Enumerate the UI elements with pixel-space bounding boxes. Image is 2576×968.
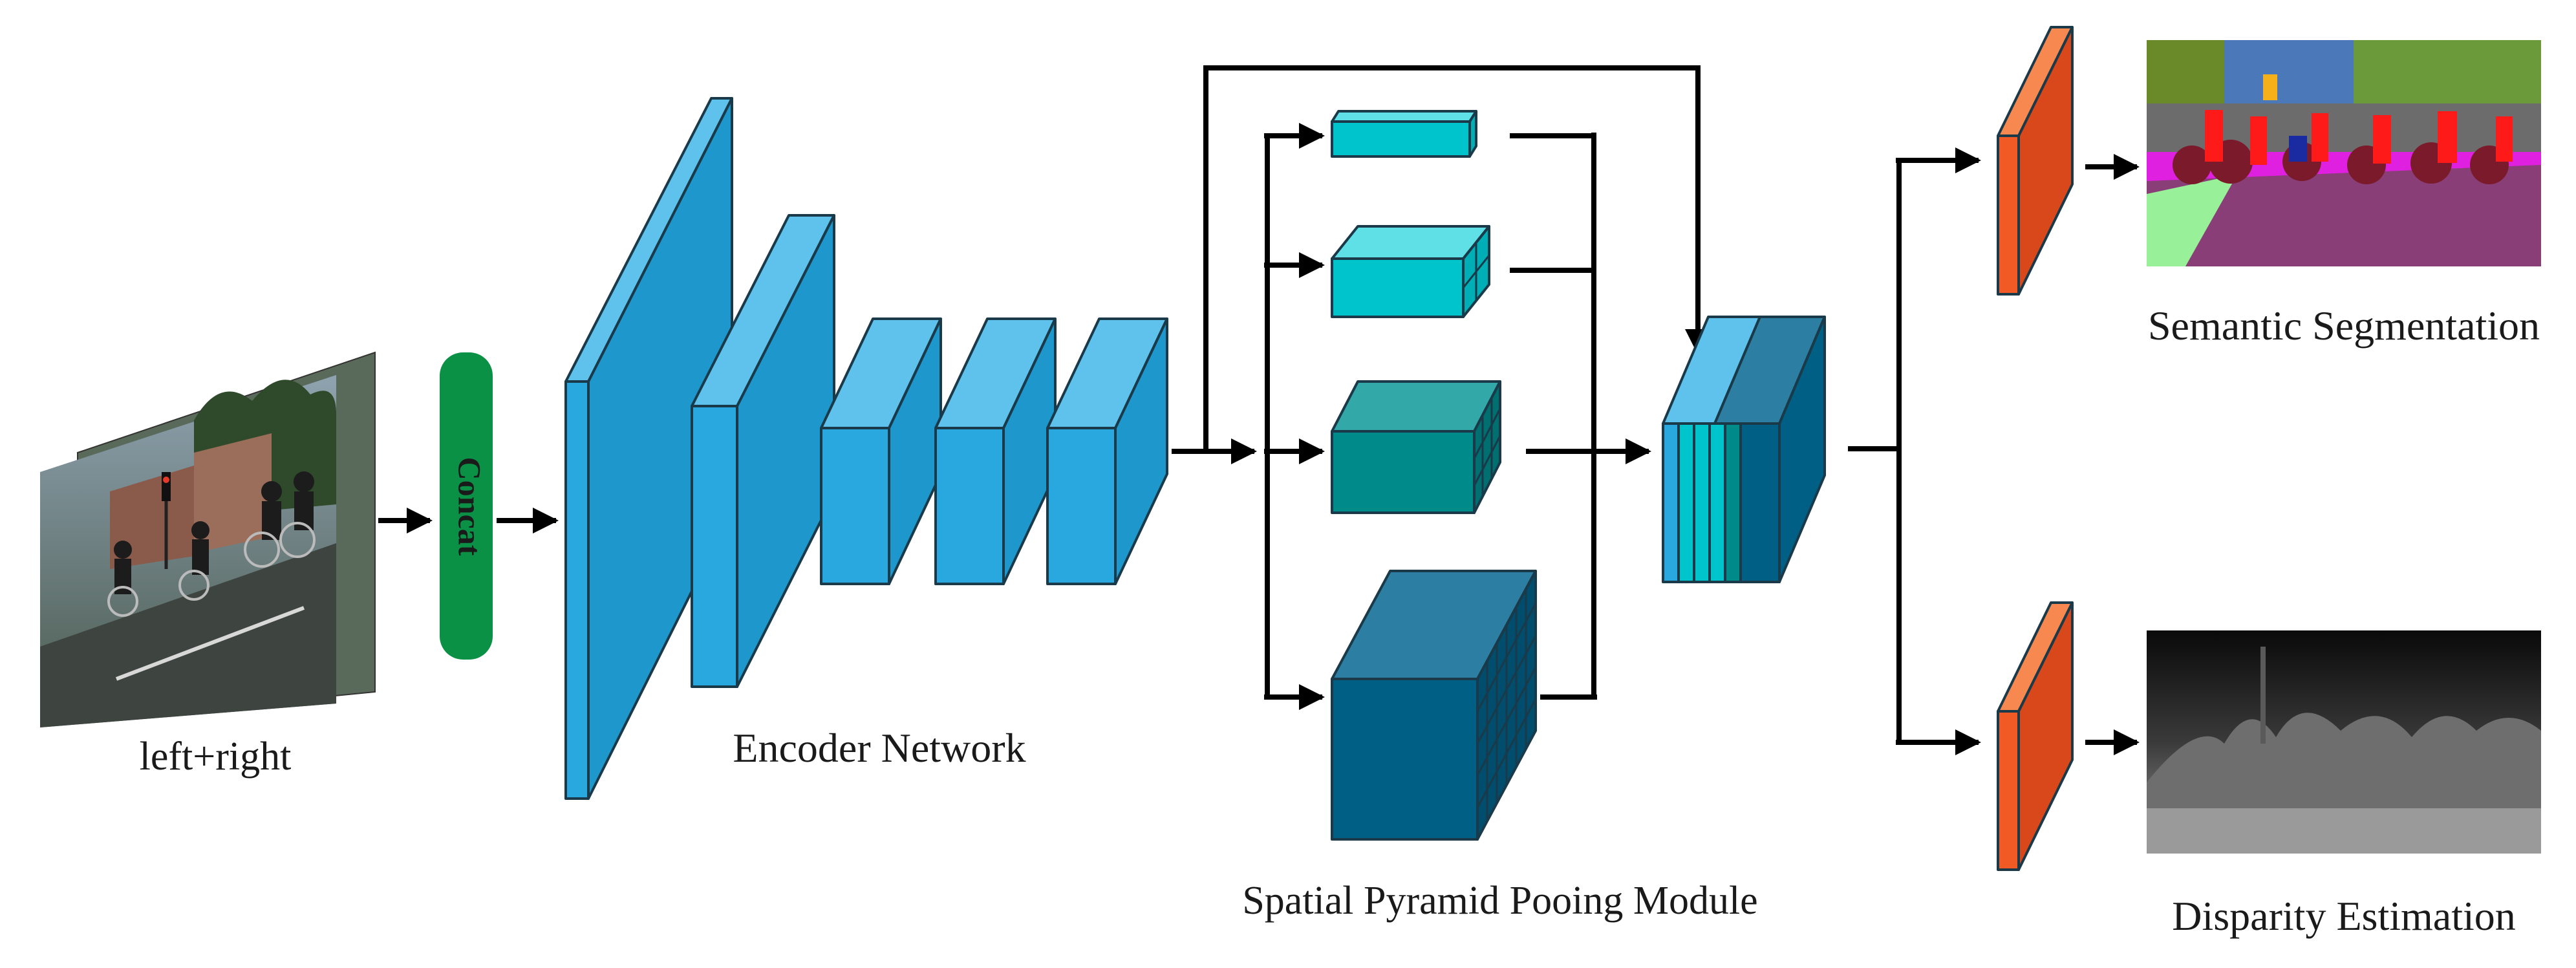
concat-block: Concat	[440, 352, 493, 660]
spp-label: Spatial Pyramid Pooing Module	[1242, 879, 1757, 923]
encoder-layer-1	[564, 97, 733, 800]
encoder-layer-3	[820, 317, 942, 585]
fused-feature-stack	[1662, 316, 1826, 583]
encoder-layer-5	[1046, 317, 1168, 585]
spp-branch-2	[1331, 225, 1490, 318]
spp-branch-4	[1331, 570, 1537, 841]
spp-connectors	[1172, 65, 1711, 710]
input-image-pair	[40, 351, 376, 727]
encoder-layer-4	[934, 317, 1057, 585]
segmentation-map-icon	[2147, 40, 2541, 266]
concat-label: Concat	[452, 457, 488, 556]
decoder-disparity-head	[1997, 601, 2074, 871]
encoder-layer-2	[691, 214, 835, 688]
semantic-label: Semantic Segmentation	[2148, 303, 2540, 349]
stereo-street-photo-icon	[40, 375, 336, 727]
disparity-label: Disparity Estimation	[2172, 893, 2516, 939]
spp-module	[1331, 110, 1537, 841]
encoder-label: Encoder Network	[733, 725, 1025, 771]
encoder-network	[564, 97, 1168, 800]
input-label: left+right	[140, 735, 292, 779]
spp-branch-1	[1331, 110, 1477, 158]
decoder-connectors	[1848, 147, 2140, 755]
spp-branch-3	[1331, 380, 1501, 514]
disparity-map-icon	[2147, 630, 2541, 854]
decoder-semantic-head	[1997, 26, 2074, 296]
